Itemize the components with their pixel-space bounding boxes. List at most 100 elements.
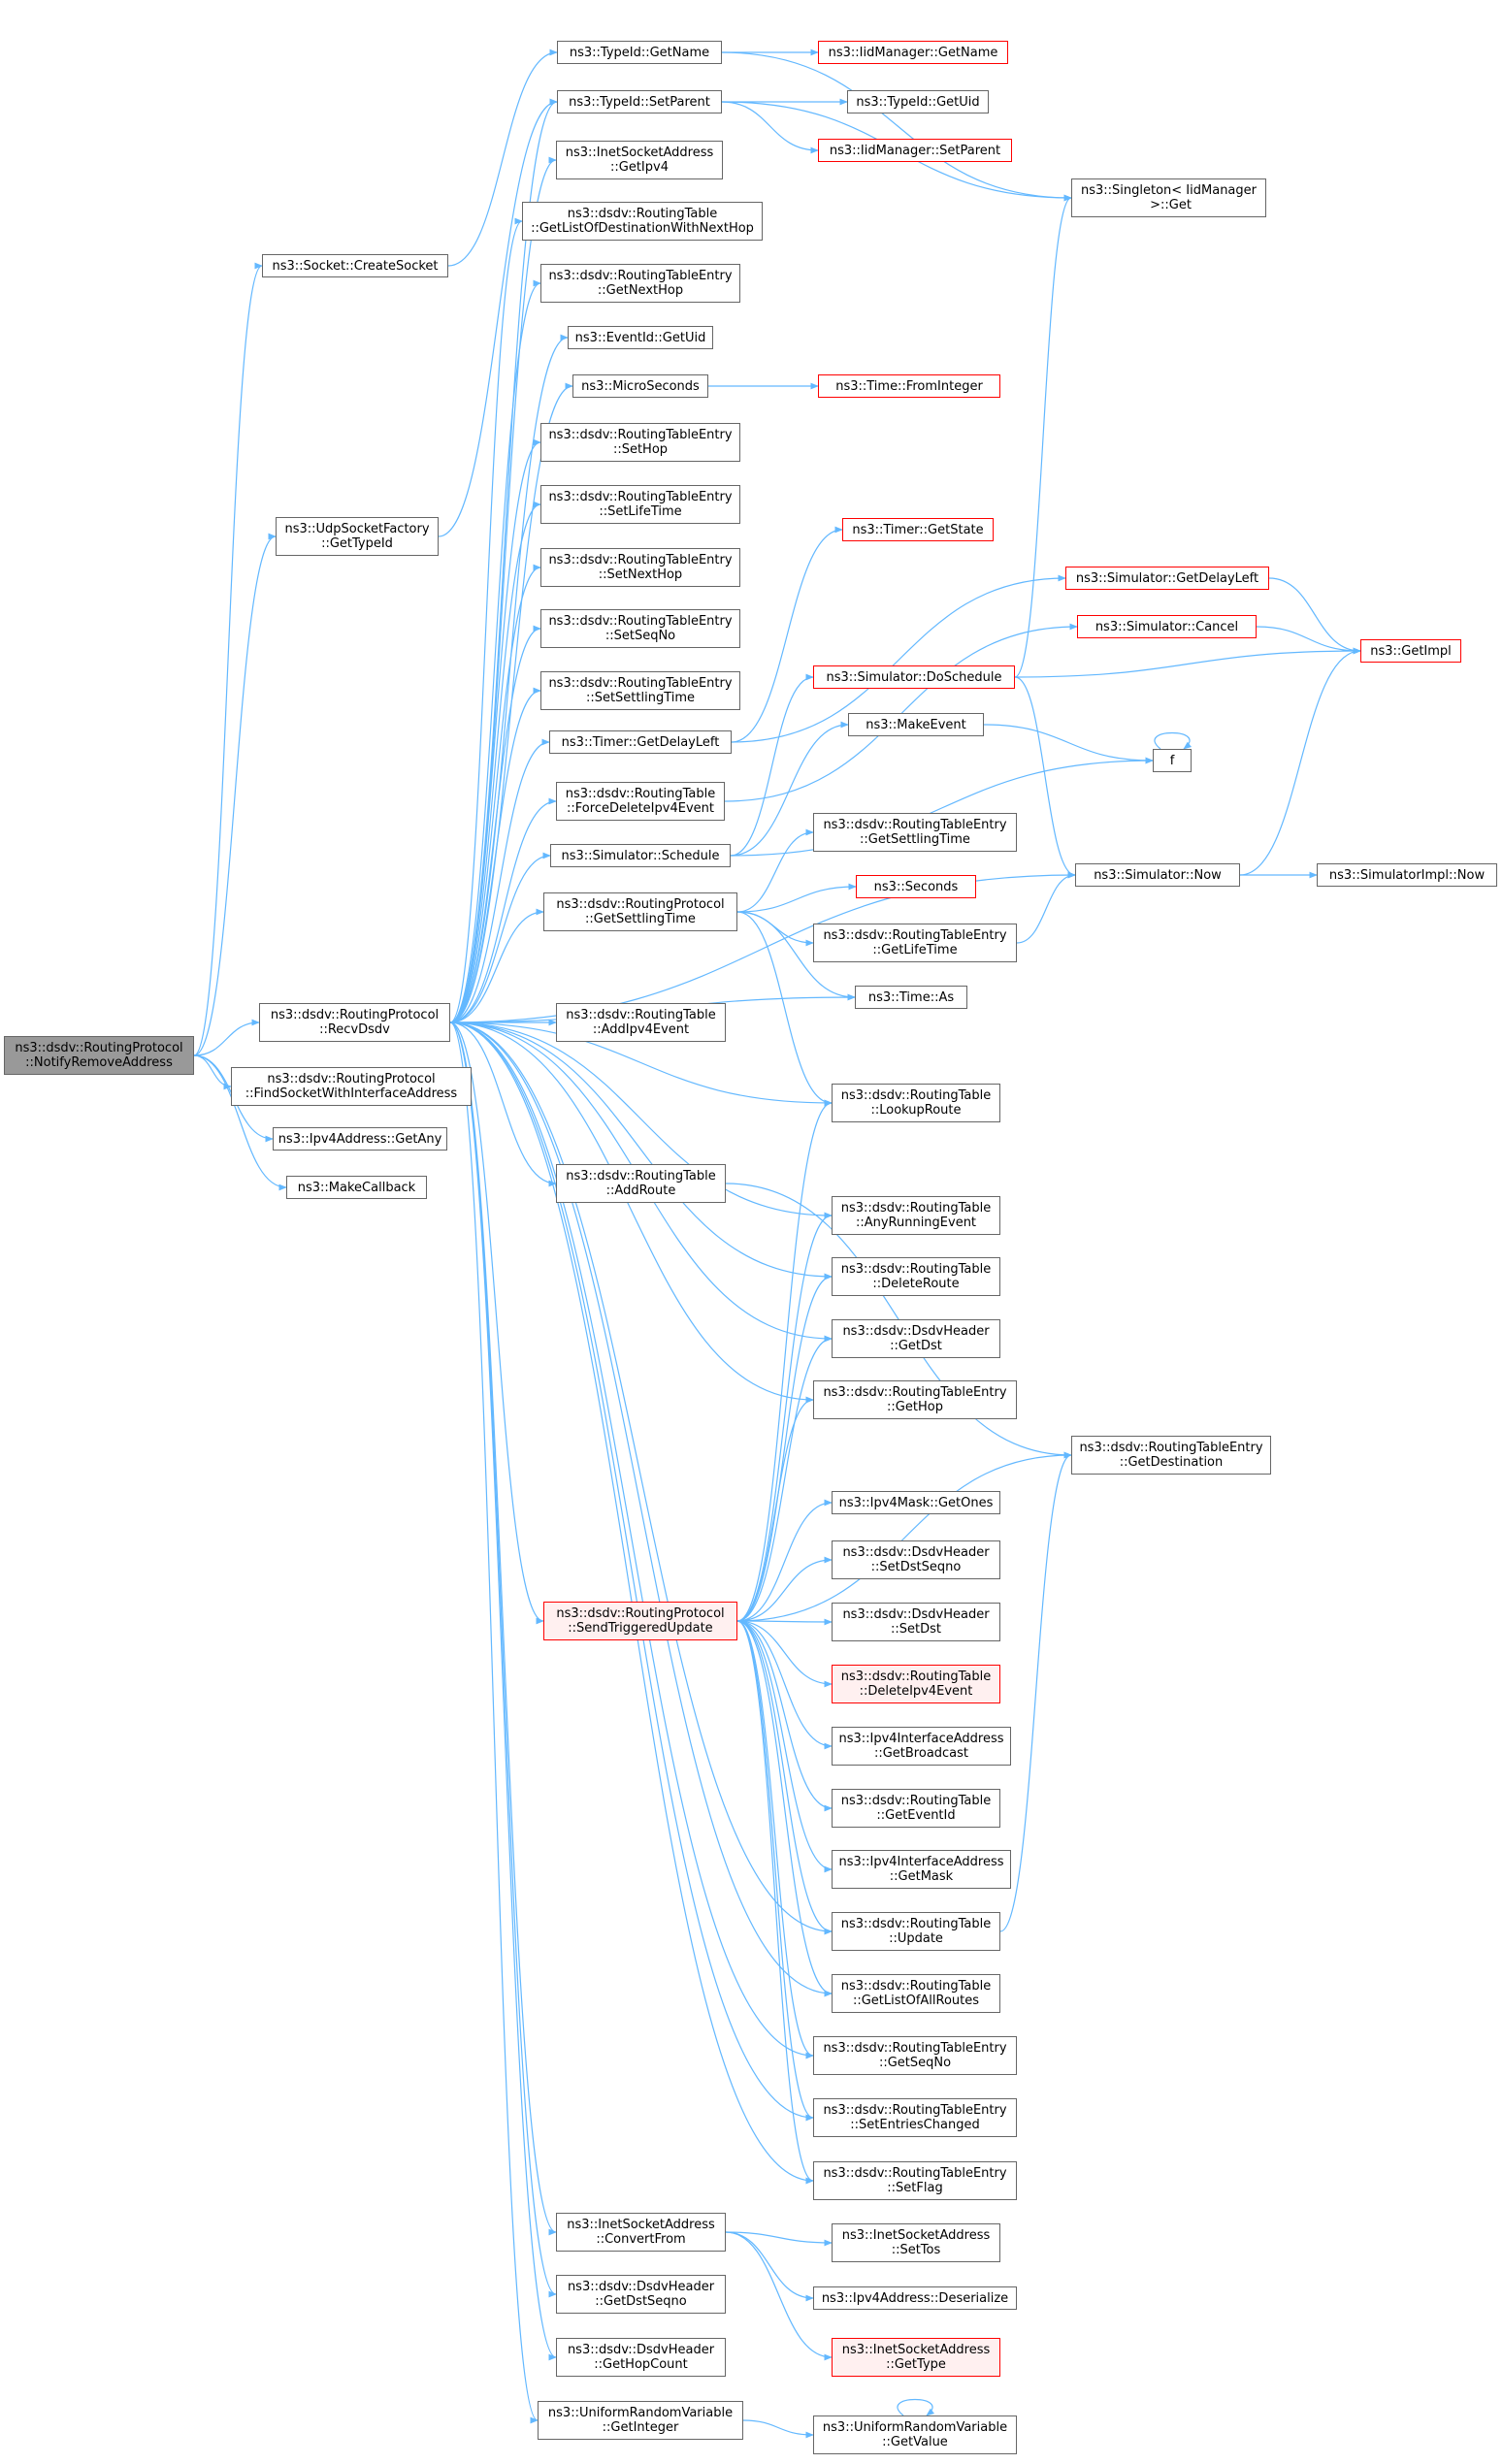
edge-recvdsdv-to-rte_setnexthop [449, 564, 541, 1023]
node-sim-now[interactable]: ns3::Simulator::Now [1075, 863, 1240, 887]
edge-sim_cancel-to-getimpl [1256, 626, 1361, 655]
node-urv-getvalue[interactable]: ns3::UniformRandomVariable ::GetValue [813, 2415, 1017, 2454]
node-rte-setseqno[interactable]: ns3::dsdv::RoutingTableEntry ::SetSeqNo [540, 609, 740, 648]
node-time-as[interactable]: ns3::Time::As [855, 986, 967, 1009]
node-createsocket[interactable]: ns3::Socket::CreateSocket [262, 254, 448, 277]
node-rte-sethop[interactable]: ns3::dsdv::RoutingTableEntry ::SetHop [540, 423, 740, 462]
edge-rp_sendtriggered-to-dh_setdstseqno [736, 1556, 833, 1622]
node-f[interactable]: f [1153, 749, 1192, 772]
node-rp-sendtriggered[interactable]: ns3::dsdv::RoutingProtocol ::SendTrigger… [543, 1602, 737, 1640]
edge-typeid_setparent-to-iid_setparent [721, 101, 819, 154]
node-rte-getdestination[interactable]: ns3::dsdv::RoutingTableEntry ::GetDestin… [1071, 1436, 1271, 1475]
node-dh-setdst[interactable]: ns3::dsdv::DsdvHeader ::SetDst [832, 1603, 1000, 1641]
node-inet-settos[interactable]: ns3::InetSocketAddress ::SetTos [832, 2223, 1000, 2262]
node-sim-doschedule[interactable]: ns3::Simulator::DoSchedule [813, 665, 1015, 689]
edge-rte_getlifetime-to-sim_now [1016, 871, 1076, 944]
node-typeid-getname[interactable]: ns3::TypeId::GetName [557, 41, 722, 64]
node-rt-addipv4event[interactable]: ns3::dsdv::RoutingTable ::AddIpv4Event [556, 1003, 726, 1042]
edge-recvdsdv-to-rte_setentrieschanged [449, 1021, 814, 2122]
edge-recvdsdv-to-rt_update [449, 1021, 833, 1935]
node-singleton-get[interactable]: ns3::Singleton< IidManager >::Get [1071, 178, 1266, 217]
node-ipv4if-getmask[interactable]: ns3::Ipv4InterfaceAddress ::GetMask [832, 1850, 1011, 1889]
edge-root-to-createsocket [193, 262, 263, 1056]
node-rte-getnexthop[interactable]: ns3::dsdv::RoutingTableEntry ::GetNextHo… [540, 264, 740, 303]
node-iid-setparent[interactable]: ns3::IidManager::SetParent [818, 139, 1012, 162]
edge-rp_getsettling-to-rte_getsettling [736, 828, 814, 913]
node-rte-setflag[interactable]: ns3::dsdv::RoutingTableEntry ::SetFlag [813, 2161, 1017, 2200]
node-rte-setentrieschanged[interactable]: ns3::dsdv::RoutingTableEntry ::SetEntrie… [813, 2098, 1017, 2137]
node-getimpl[interactable]: ns3::GetImpl [1360, 639, 1461, 663]
edge-recvdsdv-to-rte_sethop [449, 438, 541, 1023]
edge-recvdsdv-to-rt_lookuproute [449, 1021, 833, 1107]
node-rte-setnexthop[interactable]: ns3::dsdv::RoutingTableEntry ::SetNextHo… [540, 548, 740, 587]
node-simimpl-now[interactable]: ns3::SimulatorImpl::Now [1317, 863, 1497, 887]
node-dh-getdstseqno[interactable]: ns3::dsdv::DsdvHeader ::GetDstSeqno [556, 2275, 726, 2314]
node-dh-getdst[interactable]: ns3::dsdv::DsdvHeader ::GetDst [832, 1319, 1000, 1358]
node-rt-update[interactable]: ns3::dsdv::RoutingTable ::Update [832, 1912, 1000, 1951]
node-root: ns3::dsdv::RoutingProtocol ::NotifyRemov… [4, 1036, 194, 1075]
node-rt-lookuproute[interactable]: ns3::dsdv::RoutingTable ::LookupRoute [832, 1084, 1000, 1122]
node-sim-schedule[interactable]: ns3::Simulator::Schedule [550, 844, 731, 867]
node-getlistdestnexthop[interactable]: ns3::dsdv::RoutingTable ::GetListOfDesti… [522, 202, 763, 241]
edge-recvdsdv-to-rte_gethop [449, 1021, 814, 1404]
edge-recvdsdv-to-rte_getnexthop [449, 279, 541, 1023]
node-dh-gethopcount[interactable]: ns3::dsdv::DsdvHeader ::GetHopCount [556, 2338, 726, 2377]
node-timer-getdelayleft[interactable]: ns3::Timer::GetDelayLeft [549, 730, 732, 754]
node-eventid-getuid[interactable]: ns3::EventId::GetUid [568, 326, 713, 349]
node-recvdsdv[interactable]: ns3::dsdv::RoutingProtocol ::RecvDsdv [259, 1003, 450, 1042]
node-makeevent[interactable]: ns3::MakeEvent [848, 713, 984, 736]
node-makecallback[interactable]: ns3::MakeCallback [286, 1176, 427, 1199]
node-rt-deleteipv4event[interactable]: ns3::dsdv::RoutingTable ::DeleteIpv4Even… [832, 1665, 1000, 1703]
edge-recvdsdv-to-rt_addroute [449, 1021, 557, 1187]
node-rte-setlifetime[interactable]: ns3::dsdv::RoutingTableEntry ::SetLifeTi… [540, 485, 740, 524]
edge-rp_getsettling-to-time_as [736, 911, 856, 1001]
node-udpgettypeid[interactable]: ns3::UdpSocketFactory ::GetTypeId [276, 517, 439, 556]
node-rte-getseqno[interactable]: ns3::dsdv::RoutingTableEntry ::GetSeqNo [813, 2036, 1017, 2075]
node-typeid-getuid[interactable]: ns3::TypeId::GetUid [847, 90, 989, 113]
edge-urv_getinteger-to-urv_getvalue [742, 2419, 814, 2439]
node-getany[interactable]: ns3::Ipv4Address::GetAny [273, 1127, 447, 1151]
edge-rp_sendtriggered-to-ipv4if_getmask [736, 1620, 833, 1873]
edge-f-to-f [1154, 731, 1193, 750]
node-ipv4if-getbroadcast[interactable]: ns3::Ipv4InterfaceAddress ::GetBroadcast [832, 1727, 1011, 1766]
node-ipv4-deserialize[interactable]: ns3::Ipv4Address::Deserialize [813, 2286, 1017, 2310]
node-dh-setdstseqno[interactable]: ns3::dsdv::DsdvHeader ::SetDstSeqno [832, 1540, 1000, 1579]
node-inet-getipv4[interactable]: ns3::InetSocketAddress ::GetIpv4 [556, 141, 723, 179]
node-rte-setsettling[interactable]: ns3::dsdv::RoutingTableEntry ::SetSettli… [540, 671, 740, 710]
node-sim-cancel[interactable]: ns3::Simulator::Cancel [1077, 615, 1257, 638]
node-rte-getlifetime[interactable]: ns3::dsdv::RoutingTableEntry ::GetLifeTi… [813, 924, 1017, 962]
node-rt-addroute[interactable]: ns3::dsdv::RoutingTable ::AddRoute [556, 1164, 726, 1203]
edge-rp_getsettling-to-seconds [736, 883, 857, 913]
edge-sim_schedule-to-f [730, 757, 1154, 857]
node-rt-deleteroute[interactable]: ns3::dsdv::RoutingTable ::DeleteRoute [832, 1257, 1000, 1296]
node-typeid-setparent[interactable]: ns3::TypeId::SetParent [557, 90, 722, 113]
edge-rp_sendtriggered-to-dh_getdst [736, 1335, 833, 1622]
node-microseconds[interactable]: ns3::MicroSeconds [572, 374, 708, 398]
edge-timer_getdelayleft-to-sim_getdelayleft [731, 574, 1066, 743]
edge-recvdsdv-to-inet_convertfrom [449, 1021, 557, 2236]
node-rt-anyrunning[interactable]: ns3::dsdv::RoutingTable ::AnyRunningEven… [832, 1196, 1000, 1235]
node-rt-getlistall[interactable]: ns3::dsdv::RoutingTable ::GetListOfAllRo… [832, 1974, 1000, 2013]
edge-sim_doschedule-to-getimpl [1014, 647, 1361, 678]
node-rt-forcedelete[interactable]: ns3::dsdv::RoutingTable ::ForceDeleteIpv… [556, 782, 725, 821]
edge-rp_sendtriggered-to-rt_update [736, 1620, 833, 1935]
edge-rp_sendtriggered-to-ipv4mask_getones [736, 1499, 833, 1622]
node-time-frominteger[interactable]: ns3::Time::FromInteger [818, 374, 1000, 398]
edge-root-to-makecallback [193, 1054, 287, 1191]
node-findsocket[interactable]: ns3::dsdv::RoutingProtocol ::FindSocketW… [231, 1067, 472, 1106]
edge-recvdsdv-to-dh_gethopcount [449, 1021, 557, 2361]
node-iid-getname[interactable]: ns3::IidManager::GetName [818, 41, 1008, 64]
node-timer-getstate[interactable]: ns3::Timer::GetState [842, 518, 994, 541]
node-inet-gettype[interactable]: ns3::InetSocketAddress ::GetType [832, 2338, 1000, 2377]
node-urv-getinteger[interactable]: ns3::UniformRandomVariable ::GetInteger [538, 2401, 743, 2440]
node-rte-getsettling[interactable]: ns3::dsdv::RoutingTableEntry ::GetSettli… [813, 813, 1017, 852]
node-inet-convertfrom[interactable]: ns3::InetSocketAddress ::ConvertFrom [556, 2213, 726, 2252]
node-ipv4mask-getones[interactable]: ns3::Ipv4Mask::GetOnes [832, 1491, 1000, 1514]
node-rte-gethop[interactable]: ns3::dsdv::RoutingTableEntry ::GetHop [813, 1380, 1017, 1419]
node-sim-getdelayleft[interactable]: ns3::Simulator::GetDelayLeft [1065, 567, 1269, 590]
node-rp-getsettling[interactable]: ns3::dsdv::RoutingProtocol ::GetSettling… [543, 892, 737, 931]
edge-rp_sendtriggered-to-rt_anyrunning [736, 1212, 833, 1622]
node-rt-geteventid[interactable]: ns3::dsdv::RoutingTable ::GetEventId [832, 1789, 1000, 1828]
node-seconds[interactable]: ns3::Seconds [856, 875, 976, 898]
